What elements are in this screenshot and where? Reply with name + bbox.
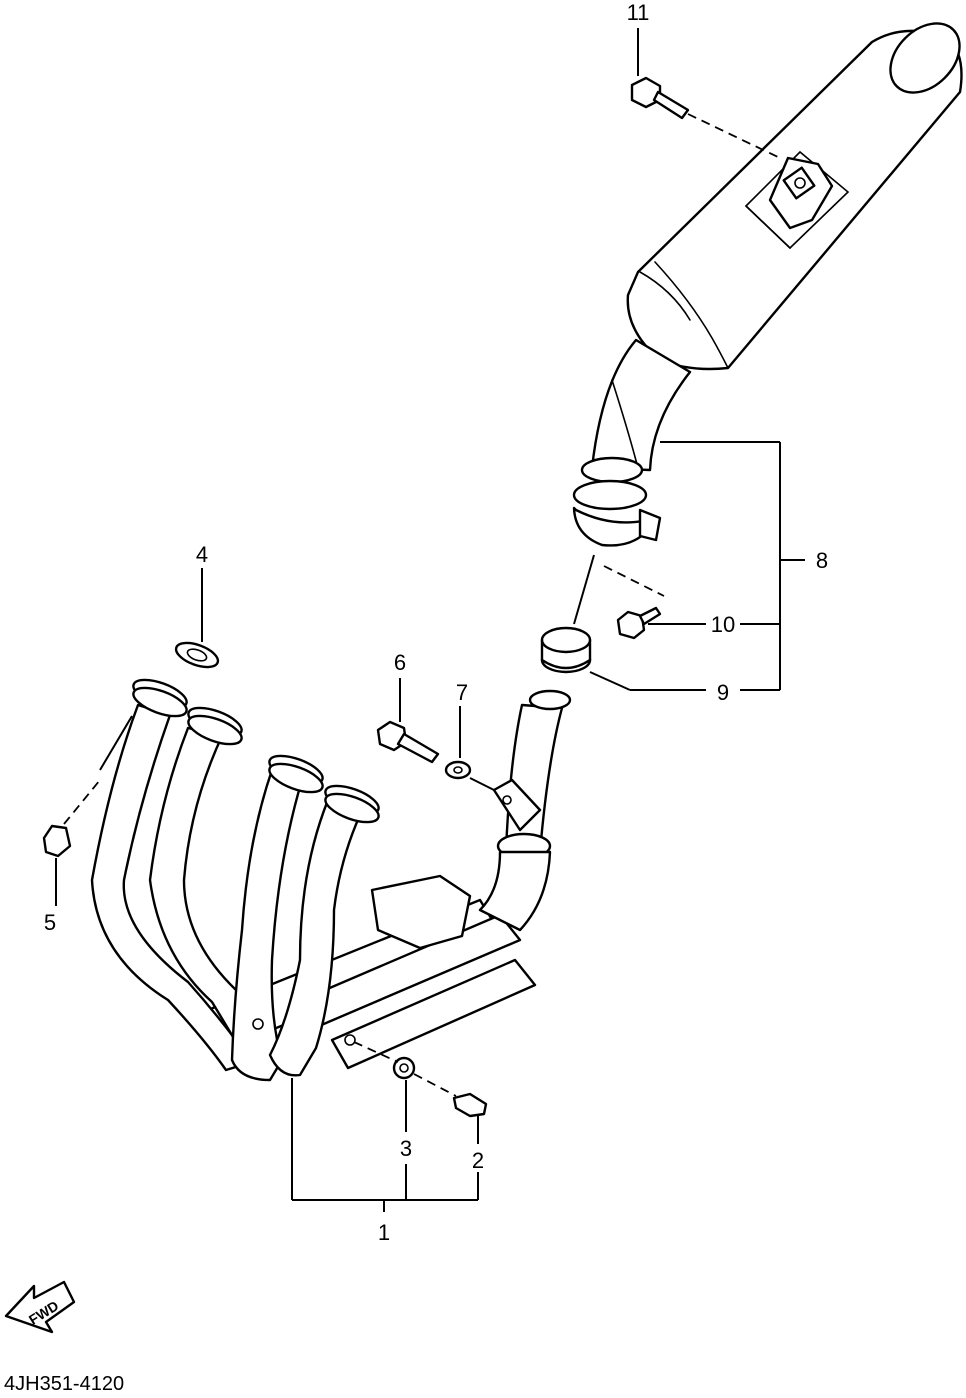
bolt-2 <box>452 1092 488 1118</box>
gasket-4 <box>174 641 220 669</box>
callout-7: 7 <box>456 680 468 705</box>
callout-labels: 1 2 3 4 5 6 7 8 9 10 11 <box>44 0 828 1245</box>
callout-3: 3 <box>400 1136 412 1161</box>
leader-lines <box>55 28 805 1212</box>
small-parts <box>42 76 690 1118</box>
gasket-9 <box>540 626 592 674</box>
washer-7 <box>444 760 472 780</box>
exhaust-pipe-assembly <box>90 678 572 1082</box>
callout-5: 5 <box>44 910 56 935</box>
callout-6: 6 <box>394 650 406 675</box>
callout-1: 1 <box>378 1220 390 1245</box>
callout-4: 4 <box>196 542 208 567</box>
bolt-10 <box>616 606 662 640</box>
nut-5 <box>42 824 72 858</box>
callout-8: 8 <box>816 548 828 573</box>
callout-9: 9 <box>717 680 729 705</box>
fwd-arrow-icon: FWD <box>4 1280 76 1334</box>
callout-11: 11 <box>627 0 650 25</box>
bolt-6 <box>376 720 440 764</box>
bolt-11 <box>630 76 690 120</box>
muffler <box>572 22 963 547</box>
diagram-code: 4JH351-4120 <box>4 1373 124 1393</box>
washer-3 <box>392 1056 416 1080</box>
callout-2: 2 <box>472 1148 484 1173</box>
callout-10: 10 <box>711 612 735 637</box>
